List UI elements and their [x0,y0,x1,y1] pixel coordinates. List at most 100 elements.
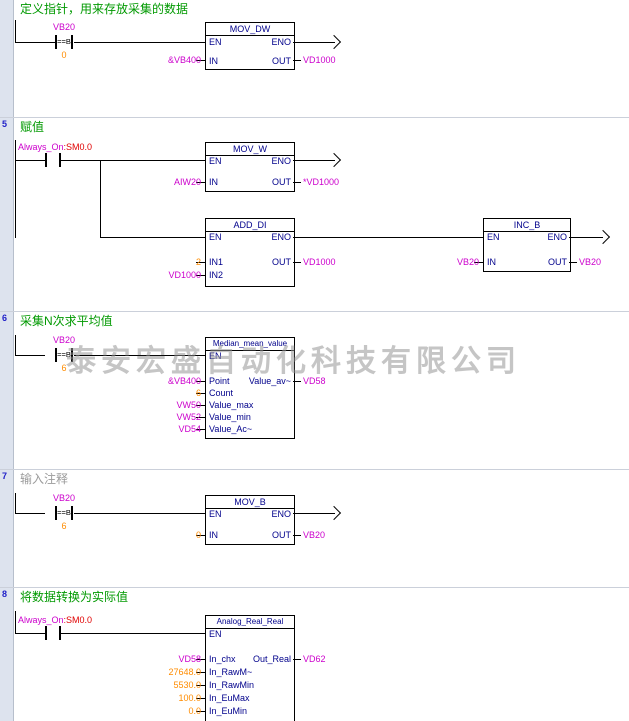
pin-eno: ENO [271,232,291,242]
contact-bar [71,35,73,49]
operand-count[interactable]: 6 [195,388,201,398]
pin-eno: ENO [271,37,291,47]
contact-compare-byte-equal[interactable]: VB20 ==B 6 [45,335,83,377]
block-title: Median_mean_value [206,338,294,351]
block-mov-b[interactable]: MOV_B EN ENO IN OUT [205,495,295,545]
pin-in: IN [487,257,496,267]
pin-in: IN [209,177,218,187]
wire-tick [196,182,205,183]
pin-value-max: Value_max [209,400,254,410]
operand-in-eumin[interactable]: 0.0 [188,706,201,716]
pin-in: IN [209,530,218,540]
network-number[interactable]: 7 [2,471,8,481]
contact-bar [55,35,57,49]
network-comment[interactable]: 赋值 [20,120,45,134]
pin-en: EN [209,232,222,242]
wire [74,513,205,514]
contact-always-on[interactable]: Always_On:SM0.0 [18,143,100,169]
wire-tick [196,381,205,382]
block-title: INC_B [484,219,570,232]
branch-wire [100,160,101,237]
block-inc-b[interactable]: INC_B EN ENO IN OUT [483,218,571,272]
contact-bar [45,626,47,640]
block-mov-dw[interactable]: MOV_DW EN ENO IN OUT [205,22,295,70]
block-add-di[interactable]: ADD_DI EN ENO IN1 IN2 OUT [205,218,295,287]
power-rail [15,140,16,238]
wire-tick [196,685,205,686]
contact-compare-byte-equal[interactable]: VB20 ==B 6 [45,493,83,535]
operand-in2[interactable]: VD1000 [168,270,201,280]
wire [293,237,483,238]
block-analog-real-real[interactable]: Analog_Real_Real EN In_chx In_RawM~ In_R… [205,615,295,721]
pin-in-chx: In_chx [209,654,236,664]
operand-in[interactable]: &VB400 [167,55,201,65]
operand-in-chx[interactable]: VD58 [178,654,201,664]
contact-compare-byte-equal[interactable]: VB20 ==B 0 [45,22,83,64]
operand-out[interactable]: VD1000 [303,55,336,65]
network-comment-placeholder[interactable]: 输入注释 [20,472,69,486]
operand-in[interactable]: VB20 [456,257,479,267]
operand-value-max[interactable]: VW50 [176,400,201,410]
pin-eno: ENO [271,156,291,166]
wire-tick [196,60,205,61]
network-number[interactable]: 5 [2,119,8,129]
pin-en: EN [209,351,222,361]
operand-in[interactable]: AIW20 [173,177,201,187]
operand-out[interactable]: VB20 [303,530,326,540]
network-separator [0,117,629,118]
block-title: Analog_Real_Real [206,616,294,629]
rung-open-arrow-icon [595,229,611,245]
pin-in-eumin: In_EuMin [209,706,248,716]
operand-in-eumax[interactable]: 100.0 [178,693,201,703]
contact-always-on[interactable]: Always_On:SM0.0 [18,616,100,642]
operand-value-av[interactable]: VD58 [303,376,326,386]
pin-in-rawmax: In_RawM~ [209,667,253,677]
contact-symbol: Always_On [18,615,64,625]
network-separator [0,587,629,588]
operand-value-ac[interactable]: VD54 [178,424,201,434]
network-comment[interactable]: 采集N次求平均值 [20,314,113,328]
wire [15,160,45,161]
contact-operand: VB20 [52,493,76,503]
pin-in-eumax: In_EuMax [209,693,250,703]
contact-address: :SM0.0 [63,615,93,625]
operand-in-rawmax[interactable]: 27648.0 [168,667,201,677]
operand-point[interactable]: &VB400 [167,376,201,386]
network-comment[interactable]: 将数据转换为实际值 [20,590,129,604]
wire-tick [293,381,301,382]
operand-value-min[interactable]: VW52 [176,412,201,422]
block-mov-w[interactable]: MOV_W EN ENO IN OUT [205,142,295,192]
block-title: MOV_W [206,143,294,156]
network-comment[interactable]: 定义指针，用来存放采集的数据 [20,2,189,16]
network-number[interactable]: 8 [2,589,8,599]
contact-bar [71,348,73,362]
pin-count: Count [209,388,234,398]
contact-operator: ==B [57,37,71,46]
pin-en: EN [209,156,222,166]
pin-value-av: Value_av~ [248,376,291,386]
pin-eno: ENO [271,509,291,519]
pin-en: EN [209,37,222,47]
operand-out[interactable]: VD1000 [303,257,336,267]
block-title: MOV_B [206,496,294,509]
contact-address: :SM0.0 [63,142,93,152]
wire [15,633,45,634]
operand-in-rawmin[interactable]: 5530.0 [173,680,201,690]
wire-tick [196,393,205,394]
operand-out[interactable]: *VD1000 [303,177,340,187]
block-median-mean-value[interactable]: Median_mean_value EN Point Count Value_m… [205,337,295,439]
operand-out[interactable]: VB20 [579,257,602,267]
operand-out-real[interactable]: VD62 [303,654,326,664]
network-number[interactable]: 6 [2,313,8,323]
pin-en: EN [209,629,222,639]
contact-label: Always_On:SM0.0 [18,616,92,625]
wire [293,160,335,161]
pin-in1: IN1 [209,257,224,267]
operand-in[interactable]: 0 [195,530,201,540]
block-title: ADD_DI [206,219,294,232]
pin-out: OUT [548,257,567,267]
wire-tick [293,659,301,660]
operand-in1[interactable]: 2 [195,257,201,267]
wire-tick [293,182,301,183]
power-rail [15,611,16,634]
